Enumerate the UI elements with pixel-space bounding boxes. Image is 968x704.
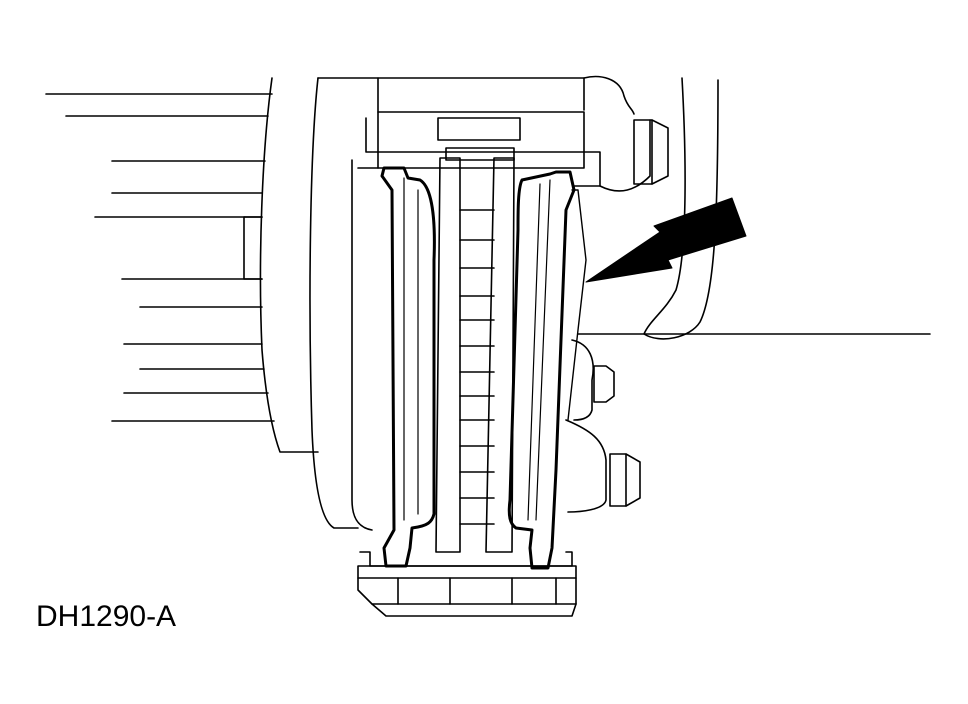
outer-brake-pad [507,170,587,570]
caliper-bracket [351,111,601,531]
inner-brake-pad [380,166,436,568]
steering-knuckle [309,75,931,529]
hub-lines [45,93,275,422]
caliper-bolt [565,119,669,513]
arrow-icon [585,197,747,283]
brake-rotor [435,157,515,553]
figure-label: DH1290-A [36,600,177,633]
hub-flange [243,77,319,453]
lower-bracket [357,551,577,617]
